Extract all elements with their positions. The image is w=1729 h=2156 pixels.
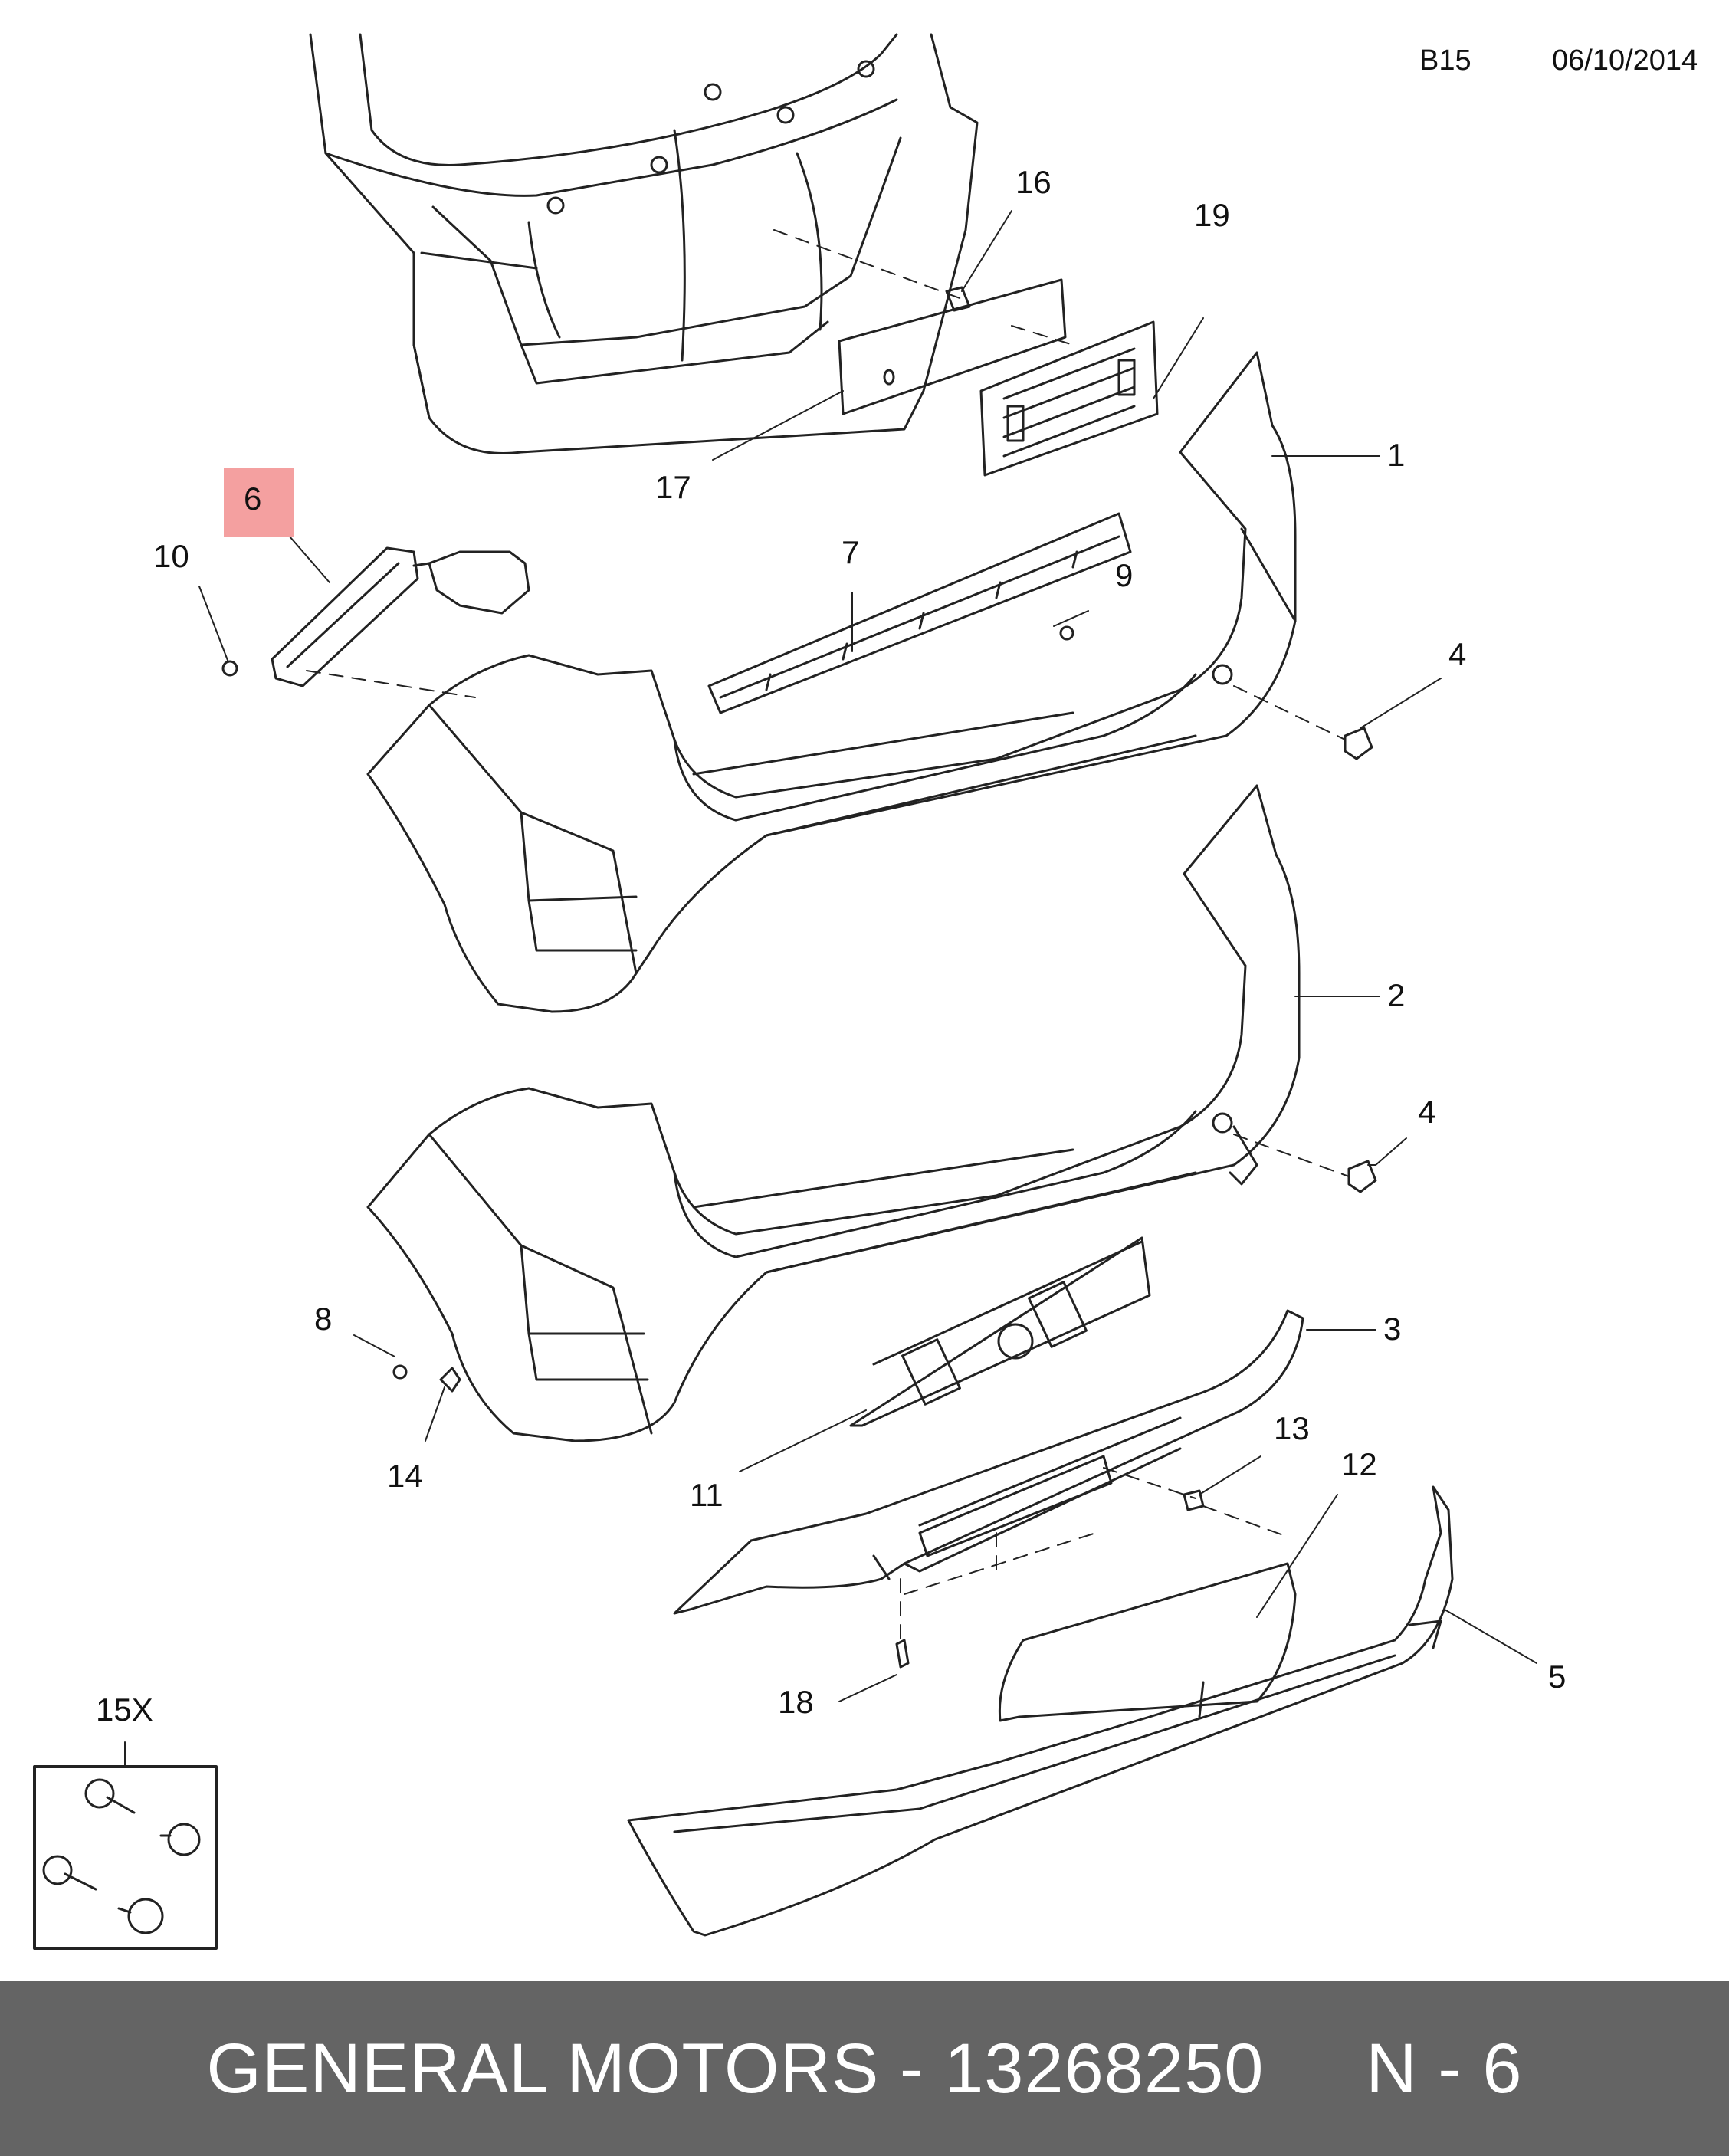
center-bracket [849, 1236, 1151, 1427]
callout-3: 3 [1383, 1311, 1401, 1347]
screw-8 [392, 1364, 408, 1380]
tailgate-outline [309, 33, 979, 455]
callout-6: 6 [244, 481, 261, 517]
leader-lines [124, 210, 1537, 1767]
parts-diagram: B15 06/10/2014 [33, 33, 1698, 1950]
callout-labels: 1 2 3 4 4 5 6 7 8 9 10 11 12 13 14 15X 1… [96, 164, 1566, 1728]
clip-4-upper [1344, 727, 1373, 760]
bumper-reinforcement [707, 512, 1132, 714]
footer-bar: GENERAL MOTORS - 13268250 N - 6 [0, 1981, 1729, 2156]
clip-4-lower [1347, 1160, 1377, 1193]
callout-10: 10 [153, 538, 189, 574]
callout-9: 9 [1115, 557, 1133, 593]
lower-valance [673, 1309, 1304, 1615]
callout-5: 5 [1548, 1659, 1566, 1695]
clip-14 [439, 1367, 461, 1393]
license-plate [838, 278, 1067, 415]
screw-10 [221, 660, 238, 677]
diagram-date: 06/10/2014 [1552, 44, 1698, 77]
exploded-view-drawing: 1 2 3 4 4 5 6 7 8 9 10 11 12 13 14 15X 1… [33, 33, 1566, 1950]
callout-14: 14 [387, 1458, 423, 1494]
callout-18: 18 [778, 1684, 814, 1720]
callout-16: 16 [1015, 164, 1052, 200]
callout-4-lower: 4 [1418, 1094, 1435, 1130]
callout-2: 2 [1387, 977, 1405, 1013]
callout-8: 8 [314, 1301, 332, 1337]
skid-plate [627, 1485, 1454, 1937]
screw-18 [895, 1639, 910, 1669]
callout-11: 11 [690, 1477, 723, 1513]
plate-nut [945, 286, 971, 312]
callout-12: 12 [1341, 1446, 1377, 1482]
callout-1: 1 [1387, 437, 1405, 473]
bumper-fascia-lower [366, 784, 1301, 1442]
valance-insert [918, 1455, 1113, 1557]
side-bracket [271, 546, 530, 687]
dashed-guides [306, 229, 1350, 1641]
callout-17: 17 [655, 469, 691, 505]
footer-separator: - [899, 2029, 924, 2108]
callout-19: 19 [1194, 197, 1230, 233]
diagram-code: B15 [1419, 44, 1471, 77]
callout-13: 13 [1274, 1410, 1310, 1446]
screw-9 [1059, 625, 1074, 641]
bumper-fascia-upper [366, 351, 1297, 1013]
license-plate-bracket [979, 320, 1159, 477]
footer-caption: GENERAL MOTORS - 13268250 N - 6 [206, 2029, 1522, 2109]
callout-7: 7 [842, 534, 859, 570]
callout-15x: 15X [96, 1692, 153, 1728]
footer-ref: N - 6 [1366, 2029, 1523, 2108]
trim-strip [998, 1562, 1297, 1722]
callout-6-highlight [224, 468, 294, 537]
footer-brand: GENERAL MOTORS [206, 2029, 880, 2108]
footer-part-number: 13268250 [944, 2029, 1265, 2108]
hardware-kit-box [33, 1765, 218, 1950]
callout-4-upper: 4 [1448, 636, 1466, 672]
